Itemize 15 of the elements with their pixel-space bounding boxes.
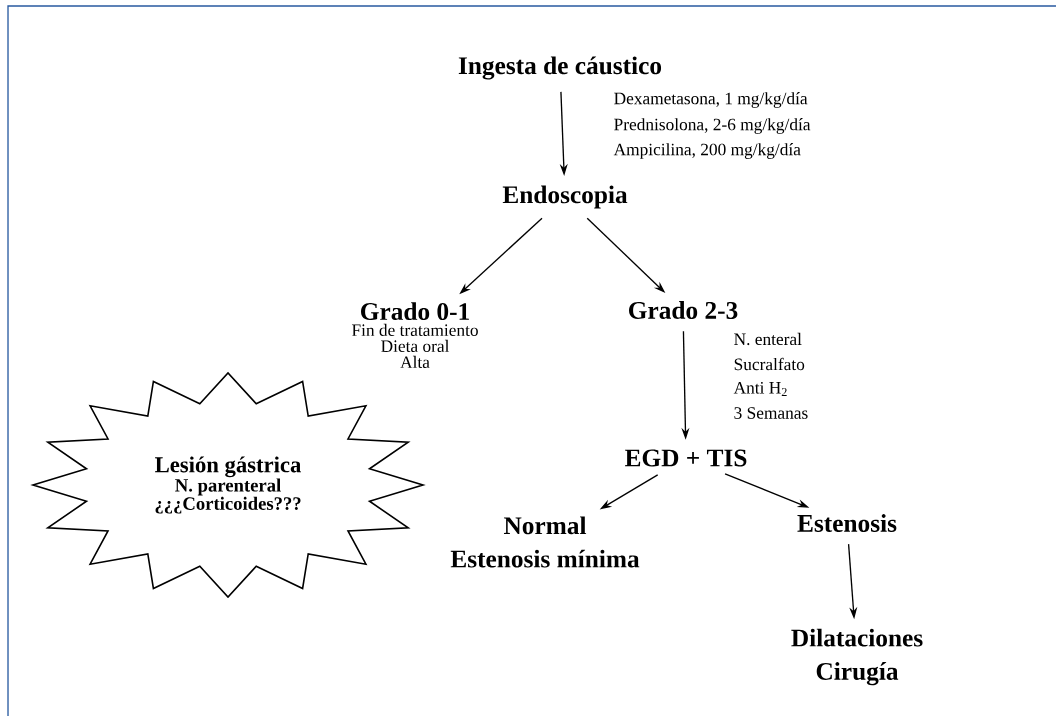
treatment-note: 3 Semanas bbox=[734, 407, 808, 419]
treatment-note: Prednisolona, 2-6 mg/kg/día bbox=[614, 118, 811, 134]
step-title: Grado 2-3 bbox=[629, 301, 738, 319]
step-title: Ingesta de cáustico bbox=[458, 56, 662, 80]
treatment-note: Sucralfato bbox=[734, 357, 805, 371]
step-title: EGD + TIS bbox=[625, 449, 747, 467]
treatment-note: Anti H$_{2}$ bbox=[733, 382, 787, 396]
treatment-note: Dexametasona, 1 mg/kg/día bbox=[614, 92, 808, 108]
outcome-text: Normal Estenosis mínima bbox=[450, 516, 640, 568]
treatment-note: N. enteral bbox=[734, 332, 802, 346]
step-title: Grado 0-1 Fin de tratamiento Dieta oral Alta bbox=[351, 302, 478, 368]
step-title: Endoscopia bbox=[502, 185, 628, 209]
outcome-text: Dilataciones Cirugía bbox=[791, 628, 923, 686]
treatment-note: Ampicilina, 200 mg/kg/día bbox=[613, 143, 801, 159]
step-title: Estenosis bbox=[797, 514, 897, 532]
